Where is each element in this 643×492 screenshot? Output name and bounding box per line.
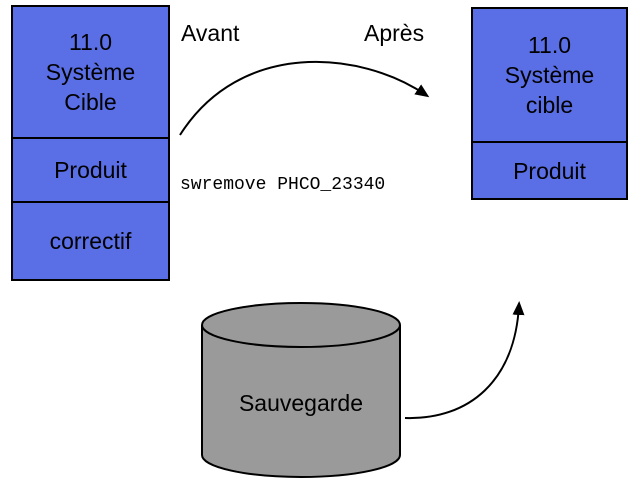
after-label: Après [364,20,425,46]
after-product-cell: Produit [473,141,626,198]
before-patch-label: correctif [49,228,132,254]
before-product-cell: Produit [13,137,168,201]
before-patch-cell: correctif [13,201,168,279]
restore-arrow [404,301,525,420]
swremove-command: swremove PHCO_23340 [180,175,386,195]
after-product-label: Produit [513,157,586,184]
after-system-cell: 11.0 Système cible [473,9,626,141]
after-stack: 11.0 Système cible Produit [471,7,628,200]
transition-arrow [179,60,430,136]
backup-cylinder [201,302,401,478]
before-system-cell: 11.0 Système Cible [13,7,168,137]
before-system-label: 11.0 Système Cible [45,29,136,115]
before-label: Avant [181,20,240,46]
backup-label: Sauvegarde [238,390,364,416]
before-stack: 11.0 Système Cible Produit correctif [11,5,170,281]
after-system-label: 11.0 Système cible [504,32,595,118]
before-product-label: Produit [54,157,127,183]
